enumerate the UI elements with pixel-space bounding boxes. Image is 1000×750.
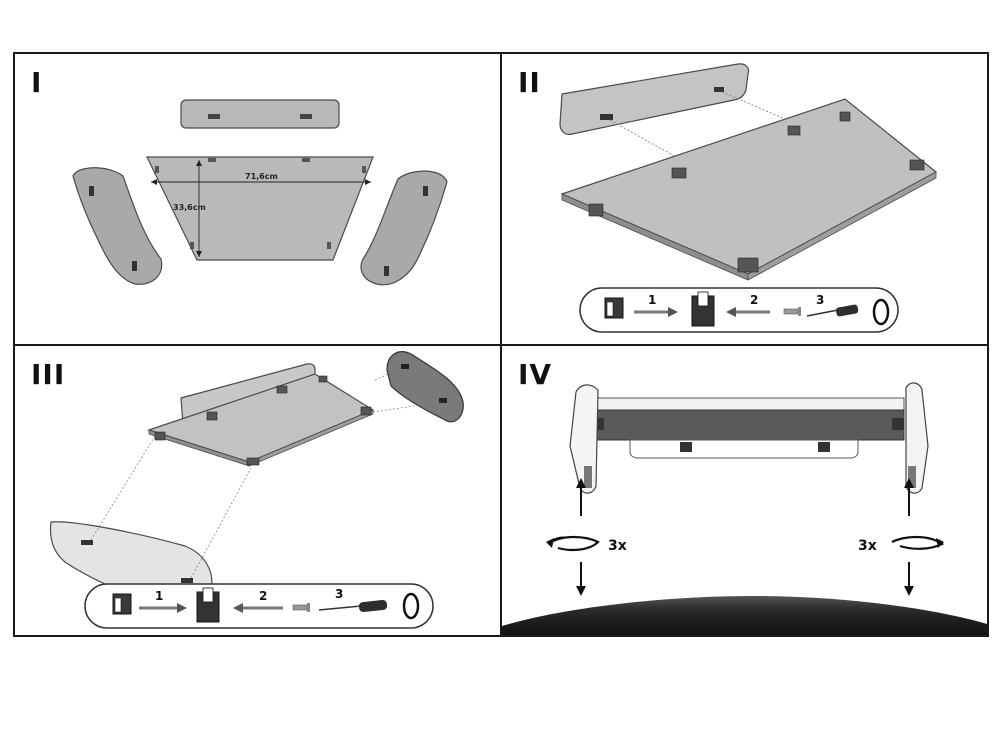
shelf-board [560,98,938,275]
clip-icon [155,158,366,249]
bracket-slot [300,114,312,119]
clip-icon [196,587,220,623]
shelf-board [583,397,905,411]
bracket-icon [588,111,925,273]
step-2-label: 2 [259,589,267,603]
step-3-label: 3 [816,293,824,307]
step-number: I [31,66,43,99]
back-board [559,63,750,135]
step-sequence-box [579,287,899,333]
turns-right-label: 3x [858,538,877,554]
bracket-icon [112,593,132,615]
car-roof [502,596,987,635]
step-3-label: 3 [335,587,343,601]
screw-icon [292,603,310,612]
side-panel-mounting-diagram: 1 2 3 [49,351,464,629]
step-sequence-box [84,583,434,629]
right-side-panel [386,351,464,423]
step-2-label: 2 [750,293,758,307]
ring-icon [872,298,890,326]
ring-icon [402,592,420,620]
right-side-panel [360,170,448,286]
bracket-slot [208,114,220,119]
bracket-icon [604,297,624,319]
step-1-label: 1 [155,589,163,603]
rotation-icon [546,535,600,552]
roof-mounting-diagram: 3x 3x [502,382,987,635]
panel-step-4: IV [502,346,987,635]
panel-step-1: I 71,6cm 33,6cm [15,54,502,346]
panel-step-3: III [15,346,502,635]
screw-icon [783,307,801,316]
shelf-board [146,156,374,261]
panel-step-2: II [502,54,987,346]
parts-layout-diagram: 71,6cm 33,6cm [72,99,448,286]
step-number: III [31,358,66,391]
step-1-label: 1 [648,293,656,307]
back-board [180,99,340,129]
left-side-panel [72,167,163,285]
bracket-icon [154,375,372,466]
depth-label: 33,6cm [173,203,206,212]
turns-left-label: 3x [608,538,627,554]
screwdriver-icon [318,599,388,613]
back-board-mounting-diagram: 1 2 3 [559,63,938,333]
step-number: II [518,66,541,99]
front-panel [585,409,905,441]
step-number: IV [518,358,553,391]
screwdriver-icon [806,304,859,317]
rotation-icon [891,535,945,550]
clip-icon [691,291,715,327]
width-label: 71,6cm [245,172,278,181]
instruction-grid: I 71,6cm 33,6cm [13,52,989,637]
